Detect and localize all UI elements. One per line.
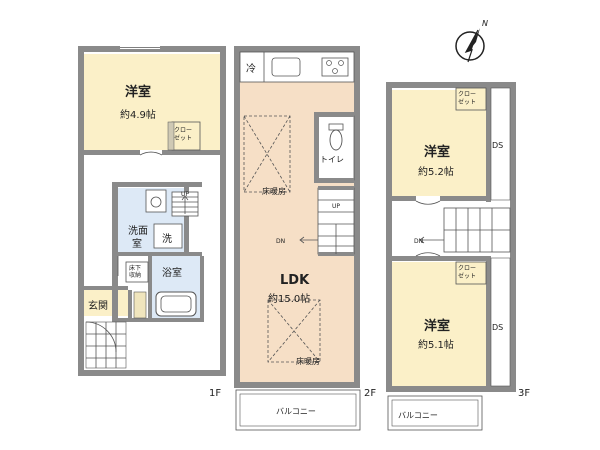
floor-heating-label-2: 床暖房	[296, 356, 320, 366]
f3-room1-name: 洋室	[424, 144, 450, 160]
toilet-room	[317, 115, 355, 181]
washer-space	[153, 223, 183, 249]
floor-1-label: 1F	[209, 388, 221, 399]
f3-stairs-down-label: DN	[414, 238, 423, 245]
washer-label: 洗	[162, 233, 172, 245]
f3-room1-size: 約5.2帖	[418, 165, 454, 178]
f1-closet-label: クローゼット	[174, 127, 192, 142]
floor-heating-area-1	[243, 115, 291, 193]
entrance-floor	[84, 290, 128, 316]
floor-2-plan: UP DN 冷 床暖房 トイレ LDK 約15.0帖 床暖房 バルコニー 2F	[234, 46, 376, 431]
f2-stairs: UP DN	[276, 186, 355, 256]
f3-room2-size: 約5.1帖	[418, 338, 454, 351]
f1-stairs-up-label: UP	[181, 191, 189, 198]
ldk-label: LDK	[280, 273, 310, 288]
floor-1-plan: UP 洋室 約4.9帖 クローゼット 洗面室 洗 床下収納 浴	[78, 46, 226, 399]
kitchen-counter	[239, 51, 355, 83]
f1-western-room-size: 約4.9帖	[120, 108, 156, 121]
f3-closet-2	[455, 261, 487, 285]
f3-closet-1	[455, 87, 487, 111]
f3-closet-2-label: クローゼット	[458, 265, 476, 280]
entrance-label: 玄関	[88, 299, 108, 312]
floor-3-plan: DN クローゼット クローゼット 洋室 約5.2帖 洋室 約5.1帖 DS DS…	[386, 82, 530, 431]
ldk-size: 約15.0帖	[268, 292, 310, 305]
washbasin	[145, 189, 167, 213]
f2-balcony-label: バルコニー	[276, 407, 316, 416]
floor-heating-area-2	[267, 299, 321, 363]
ds-shaft-2	[490, 257, 511, 387]
compass-circle	[455, 31, 485, 61]
f3-closet-1-label: クローゼット	[458, 91, 476, 106]
ds-shaft-1	[490, 87, 511, 201]
fridge-label: 冷	[246, 62, 256, 75]
toilet-label: トイレ	[320, 155, 344, 164]
under-floor-storage-label: 床下収納	[129, 264, 141, 279]
f3-room2-name: 洋室	[424, 318, 450, 334]
bath-label: 浴室	[162, 266, 182, 279]
compass: N	[455, 19, 488, 63]
compass-north-label: N	[482, 19, 488, 28]
floor-3-label: 3F	[518, 388, 530, 399]
floor-2-label: 2F	[364, 388, 376, 399]
f3-stairs: DN	[414, 207, 511, 253]
f1-closet	[171, 121, 201, 151]
floor-heating-label-1: 床暖房	[262, 186, 286, 196]
f3-balcony-label: バルコニー	[398, 411, 438, 420]
ds-label-1: DS	[492, 141, 503, 150]
stove	[321, 57, 349, 77]
f1-western-room-name: 洋室	[125, 84, 151, 100]
washroom-label: 洗面室	[128, 225, 148, 250]
bath-floor-upper	[152, 256, 204, 282]
f2-stairs-up-label: UP	[332, 203, 340, 210]
bathtub	[155, 291, 197, 317]
porch-tiles	[85, 321, 127, 369]
under-floor-storage	[125, 261, 149, 283]
ds-label-2: DS	[492, 323, 503, 332]
f2-balcony	[235, 389, 361, 431]
kitchen-sink	[271, 57, 301, 77]
f2-stairs-down-label: DN	[276, 238, 285, 245]
f3-balcony	[387, 395, 483, 431]
f1-stairs: UP	[171, 191, 199, 217]
